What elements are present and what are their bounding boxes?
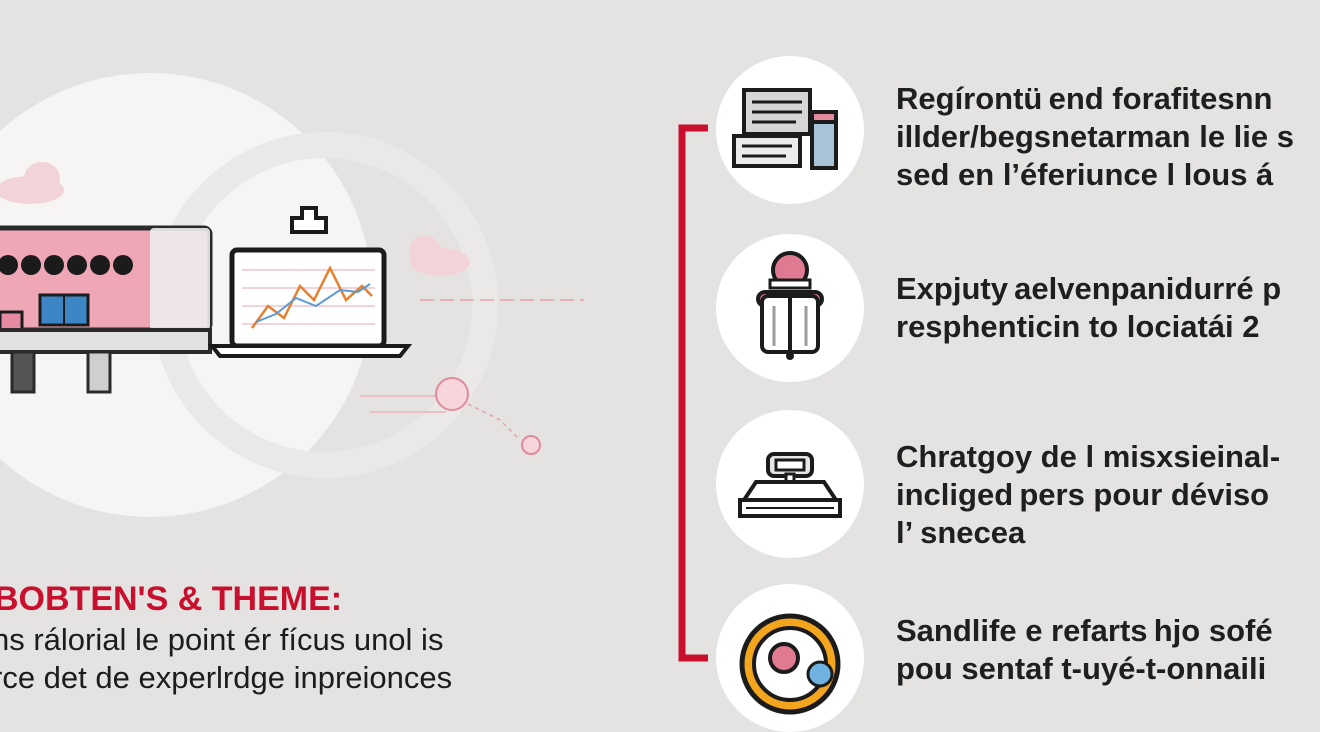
section-body-line: rce det de experlrdge inpreionces (0, 660, 453, 695)
section-heading: BOBTEN'S & THEME: (0, 580, 343, 618)
timeline-bracket (678, 124, 708, 662)
feature-text-2: Expjuty aelvenpanidurré p resphenticin t… (896, 271, 1282, 344)
documents-icon (716, 56, 864, 204)
laptop-icon (207, 206, 413, 358)
compass-icon (716, 584, 864, 732)
dashboard-illustration (0, 225, 213, 394)
suitcase-icon (716, 410, 864, 558)
feature-text-1: Regírontü end forafitesnn illder/begsnet… (896, 81, 1294, 192)
section-body-line: ns rálorial le point ér fícus unol is (0, 622, 444, 657)
hero-illustration (0, 73, 584, 517)
gear-icon (435, 377, 469, 411)
feature-text-3: Chratgoy de l misxsieinal- incliged pers… (896, 439, 1281, 550)
traveler-icon (716, 234, 864, 382)
feature-text-4: Sandlife e refarts hjo sofé pou sentaf t… (896, 613, 1273, 686)
